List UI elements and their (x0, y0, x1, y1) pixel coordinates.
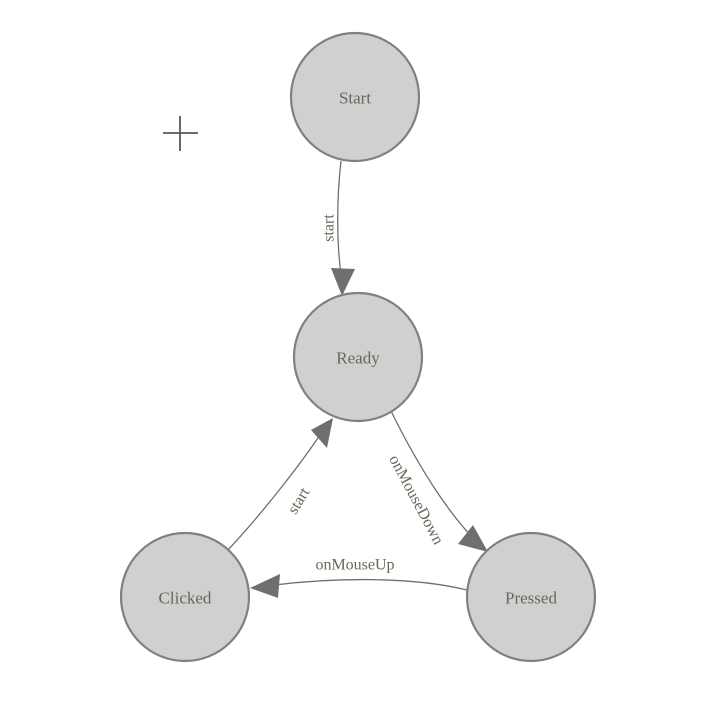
arrowhead-pressed-to-clicked (250, 574, 280, 598)
node-ready[interactable]: Ready (292, 291, 424, 423)
edge-path-pressed-to-clicked (274, 578, 468, 591)
node-pressed-circle (465, 531, 597, 663)
node-clicked-label: Clicked (159, 589, 212, 608)
edge-pressed-to-clicked[interactable]: onMouseUp (250, 557, 468, 599)
node-clicked-circle (119, 531, 251, 663)
arrowhead-start-to-ready (331, 268, 355, 296)
edge-clicked-to-ready[interactable]: start (225, 418, 333, 553)
edge-label-start-to-ready: start (321, 214, 338, 242)
edge-label-pressed-to-clicked: onMouseUp (315, 557, 394, 574)
node-clicked[interactable]: Clicked (119, 531, 251, 663)
crosshair-icon (163, 116, 198, 151)
edge-path-start-to-ready (337, 160, 343, 282)
node-ready-circle (292, 291, 424, 423)
edge-path-clicked-to-ready (225, 431, 323, 553)
node-pressed-label: Pressed (505, 589, 557, 608)
node-ready-label: Ready (336, 349, 380, 368)
arrowhead-clicked-to-ready (311, 418, 333, 448)
node-pressed[interactable]: Pressed (465, 531, 597, 663)
edge-ready-to-pressed[interactable]: onMouseDown (385, 410, 488, 552)
edge-start-to-ready[interactable]: start (321, 160, 356, 296)
arrowhead-ready-to-pressed (458, 525, 488, 552)
edge-label-ready-to-pressed: onMouseDown (385, 452, 446, 547)
edge-label-clicked-to-ready: start (285, 484, 314, 517)
node-start-label: Start (339, 89, 371, 108)
node-start-circle (289, 31, 421, 163)
edge-path-ready-to-pressed (390, 410, 477, 542)
node-start[interactable]: Start (289, 31, 421, 163)
